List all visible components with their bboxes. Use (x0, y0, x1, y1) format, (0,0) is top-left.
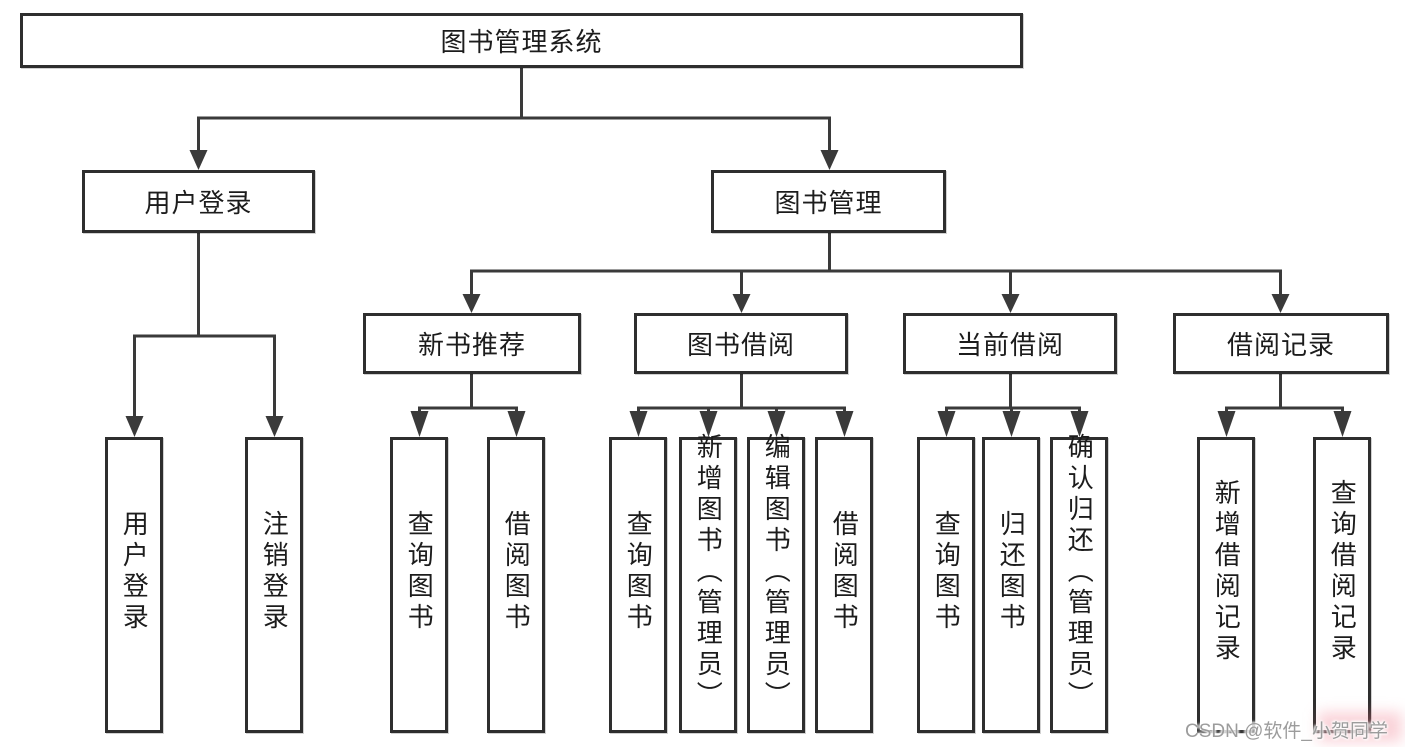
node-label: 查询借阅记录 (1327, 479, 1358, 665)
node-label: 查询图书 (931, 510, 962, 634)
node-label: 借阅图书 (501, 510, 532, 634)
node-label: 注销登录 (259, 510, 290, 634)
node-label: 查询图书 (404, 510, 435, 634)
node-label: 用户登录 (144, 188, 253, 218)
node-label: 用户登录 (119, 510, 150, 634)
leaf-return-books: 归还图书 (982, 437, 1040, 733)
node-label: 归还图书 (996, 510, 1027, 634)
node-label: 确认归还（管理员） (1064, 432, 1095, 712)
node-current-borrow: 当前借阅 (903, 313, 1117, 374)
node-book-borrow: 图书借阅 (634, 313, 848, 374)
node-library-management-system: 图书管理系统 (20, 13, 1023, 68)
node-book-management: 图书管理 (711, 170, 946, 233)
node-label: 新书推荐 (417, 330, 526, 360)
connector-current-to-leaves (937, 374, 1089, 437)
node-label: 图书借阅 (686, 330, 795, 360)
leaf-confirm-return-admin: 确认归还（管理员） (1050, 433, 1108, 733)
watermark-logo-smudge (1318, 712, 1402, 742)
leaf-borrow-books: 借阅图书 (815, 437, 873, 733)
leaf-query-books: 查询图书 (609, 437, 667, 733)
node-label: 借阅图书 (829, 510, 860, 634)
leaf-add-books-admin: 新增图书（管理员） (679, 433, 737, 733)
leaf-query-books-rec: 查询图书 (390, 437, 448, 733)
node-label: 新增借阅记录 (1211, 479, 1242, 665)
node-new-book-recommend: 新书推荐 (363, 313, 581, 374)
leaf-query-borrow-record: 查询借阅记录 (1313, 437, 1371, 733)
node-label: 当前借阅 (955, 330, 1064, 360)
node-label: 查询图书 (623, 510, 654, 634)
leaf-logout: 注销登录 (245, 437, 303, 733)
leaf-user-login: 用户登录 (105, 437, 163, 733)
node-label: 图书管理 (774, 188, 883, 218)
connector-newbook-to-leaves (410, 374, 526, 437)
leaf-edit-books-admin: 编辑图书（管理员） (747, 433, 805, 733)
node-label: 图书管理系统 (440, 27, 603, 57)
leaf-borrow-books-rec: 借阅图书 (487, 437, 545, 733)
node-user-login: 用户登录 (82, 170, 315, 233)
leaf-add-borrow-record: 新增借阅记录 (1197, 437, 1255, 733)
node-borrow-record: 借阅记录 (1173, 313, 1389, 374)
watermark-text: CSDN @软件_小贺同学 (1185, 721, 1388, 742)
node-label: 编辑图书（管理员） (761, 432, 792, 712)
connector-manage-to-level3 (462, 233, 1290, 313)
connector-login-to-leaves (125, 233, 284, 437)
leaf-query-books-current: 查询图书 (917, 437, 975, 733)
connector-borrow-to-leaves (629, 374, 854, 437)
connector-record-to-leaves (1217, 374, 1352, 437)
node-label: 借阅记录 (1226, 330, 1335, 360)
connector-root-to-level2 (189, 68, 839, 170)
node-label: 新增图书（管理员） (693, 432, 724, 712)
